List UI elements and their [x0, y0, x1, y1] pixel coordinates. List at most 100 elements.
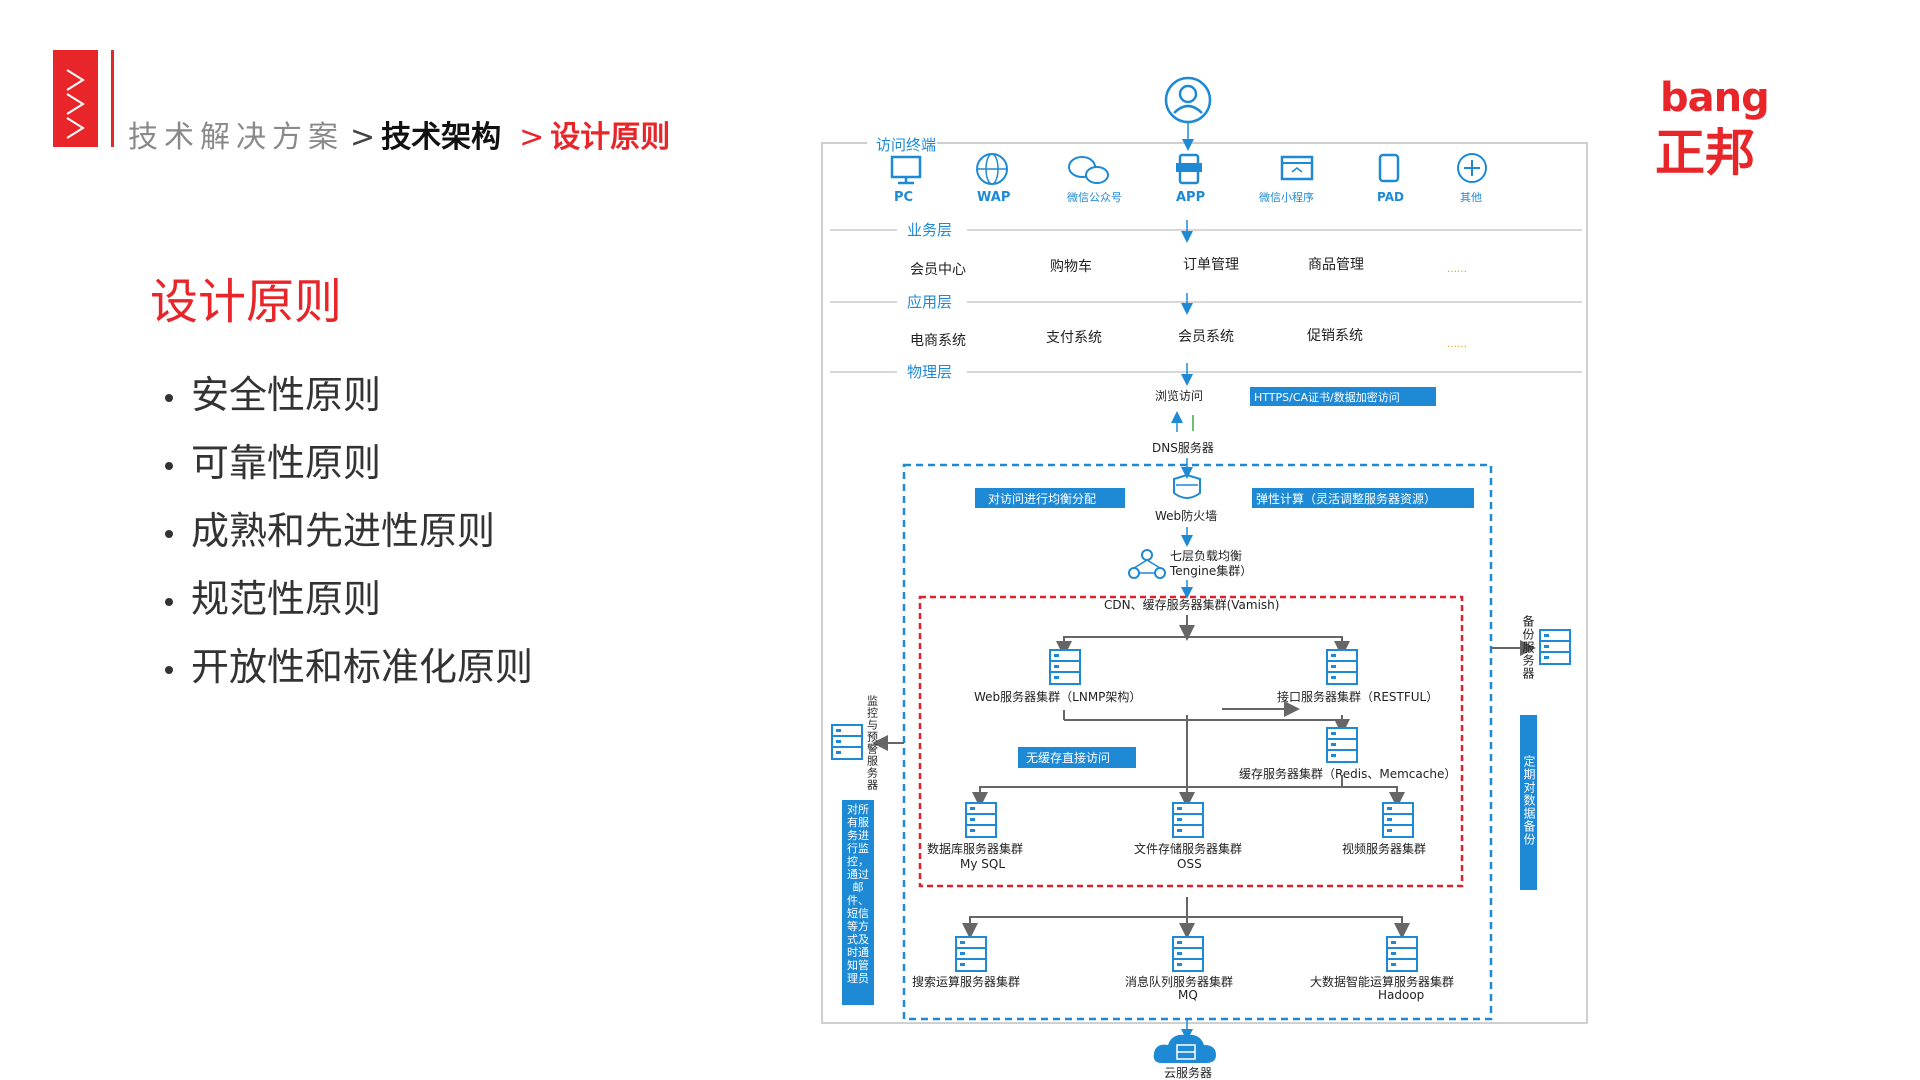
- architecture-diagram: 访问终端 PC WAP 微信公众号 APP 微信小程序 PAD 其他 业务层 会…: [812, 75, 1602, 1080]
- breadcrumb-separator: >: [350, 120, 376, 155]
- header-divider: [111, 50, 114, 147]
- no-cache-note-box: [1018, 747, 1136, 768]
- app-icon: [1176, 153, 1202, 185]
- pc-icon: [890, 155, 922, 185]
- https-note-box: [1250, 387, 1436, 406]
- breadcrumb-current: 设计原则: [550, 120, 671, 155]
- wap-globe-icon: [976, 153, 1008, 185]
- bigdata-sub-label: Hadoop: [1378, 988, 1424, 1002]
- firewall-icon: [1173, 473, 1201, 499]
- elastic-note-box: [1252, 488, 1474, 508]
- load-balancer-icon: [1128, 549, 1166, 579]
- diagram-frame: [821, 142, 1588, 1024]
- monitor-note: 对所有服务进行监控，通过邮件、短信等方式及时通知管理员: [847, 803, 869, 985]
- bullet-icon: [165, 665, 173, 674]
- elastic-note: 弹性计算（灵活调整服务器资源）: [1256, 491, 1436, 506]
- breadcrumb-root[interactable]: 技术解决方案: [128, 120, 344, 155]
- list-item: 规范性原则: [165, 574, 533, 642]
- user-icon: [1164, 76, 1212, 124]
- business-item: ……: [1447, 264, 1467, 275]
- bullet-icon: [165, 529, 173, 538]
- db-cluster-label: 数据库服务器集群: [927, 841, 1023, 856]
- balance-note-box: [975, 488, 1125, 508]
- waf-label: Web防火墙: [1155, 508, 1217, 523]
- file-server-icon: [1172, 802, 1204, 838]
- mq-cluster-label: 消息队列服务器集群: [1125, 974, 1233, 989]
- video-cluster-label: 视频服务器集群: [1342, 841, 1426, 856]
- balance-note: 对访问进行均衡分配: [988, 492, 1096, 506]
- list-item: 开放性和标准化原则: [165, 642, 533, 710]
- monitor-server-icon: [831, 724, 863, 760]
- web-server-icon: [1049, 649, 1081, 685]
- cdn-label: CDN、缓存服务器集群(Vamish): [1104, 597, 1279, 612]
- principle-label: 安全性原则: [191, 373, 382, 417]
- list-item: 成熟和先进性原则: [165, 506, 533, 574]
- business-item: 订单管理: [1183, 257, 1239, 273]
- bullet-icon: [165, 461, 173, 470]
- section-title: 设计原则: [150, 274, 343, 330]
- terminal-wechat-oa: 微信公众号: [1067, 190, 1122, 204]
- business-item: 购物车: [1050, 258, 1092, 275]
- search-server-icon: [955, 936, 987, 972]
- list-item: 安全性原则: [165, 370, 533, 438]
- miniprogram-icon: [1280, 155, 1314, 181]
- logo-red-block: [53, 50, 98, 147]
- bullet-icon: [165, 393, 173, 402]
- business-item: 会员中心: [910, 262, 966, 278]
- list-item: 可靠性原则: [165, 438, 533, 506]
- bigdata-server-icon: [1386, 936, 1418, 972]
- backup-server-label: 备份服务器: [1521, 615, 1535, 680]
- principle-label: 开放性和标准化原则: [191, 645, 534, 689]
- core-cluster-region: [918, 595, 1464, 888]
- web-cluster-label: Web服务器集群（LNMP架构）: [974, 689, 1141, 704]
- terminal-wap: WAP: [977, 190, 1010, 205]
- brand-logo-cn: 正邦: [1655, 124, 1755, 182]
- app-layer-label: 应用层: [907, 293, 952, 311]
- app-item: 支付系统: [1046, 330, 1102, 346]
- backup-server-icon: [1539, 629, 1571, 665]
- breadcrumb: 技术解决方案>技术架构>设计原则: [128, 112, 670, 156]
- app-item: 促销系统: [1307, 328, 1363, 344]
- video-server-icon: [1382, 802, 1414, 838]
- search-cluster-label: 搜索运算服务器集群: [912, 974, 1020, 989]
- api-server-icon: [1326, 649, 1358, 685]
- cloud-icon: [1153, 1034, 1216, 1063]
- backup-note-box: [1520, 715, 1537, 890]
- api-cluster-label: 接口服务器集群（RESTFUL）: [1277, 689, 1438, 704]
- file-cluster-label: 文件存储服务器集群: [1134, 841, 1242, 856]
- no-cache-note: 无缓存直接访问: [1026, 750, 1110, 765]
- principle-label: 可靠性原则: [191, 441, 382, 485]
- principles-list: 安全性原则 可靠性原则 成熟和先进性原则 规范性原则 开放性和标准化原则: [165, 370, 533, 710]
- terminal-miniprogram: 微信小程序: [1259, 190, 1314, 204]
- monitor-note-box: [842, 800, 874, 1005]
- pad-icon: [1378, 153, 1400, 183]
- brand-logo-en: bang: [1660, 75, 1770, 121]
- principle-label: 成熟和先进性原则: [191, 509, 496, 553]
- app-item: 电商系统: [910, 333, 966, 349]
- terminal-app: APP: [1176, 190, 1205, 205]
- dns-label: DNS服务器: [1152, 440, 1214, 455]
- terminal-pad: PAD: [1377, 190, 1404, 204]
- backup-note: 定期对数据备份: [1522, 754, 1536, 846]
- physical-layer-label: 物理层: [907, 363, 952, 381]
- file-sub-label: OSS: [1177, 857, 1202, 871]
- lb-line1: 七层负载均衡: [1170, 549, 1242, 563]
- app-item: 会员系统: [1178, 329, 1234, 345]
- terminal-other: 其他: [1460, 191, 1482, 204]
- principle-label: 规范性原则: [191, 577, 382, 621]
- db-server-icon: [965, 802, 997, 838]
- cache-cluster-label: 缓存服务器集群（Redis、Memcache）: [1239, 766, 1456, 781]
- mq-server-icon: [1172, 936, 1204, 972]
- terminal-pc: PC: [894, 190, 913, 205]
- https-note: HTTPS/CA证书/数据加密访问: [1254, 390, 1400, 404]
- app-item: ……: [1447, 339, 1467, 350]
- mq-sub-label: MQ: [1178, 988, 1198, 1002]
- cloud-label: 云服务器: [1164, 1065, 1212, 1080]
- business-item: 商品管理: [1308, 257, 1364, 273]
- access-terminal-label: 访问终端: [876, 136, 936, 154]
- db-sub-label: My SQL: [960, 857, 1005, 871]
- browse-label: 浏览访问: [1155, 388, 1203, 403]
- breadcrumb-mid[interactable]: 技术架构: [381, 120, 502, 155]
- plus-circle-icon: [1457, 153, 1487, 183]
- bigdata-cluster-label: 大数据智能运算服务器集群: [1310, 974, 1454, 989]
